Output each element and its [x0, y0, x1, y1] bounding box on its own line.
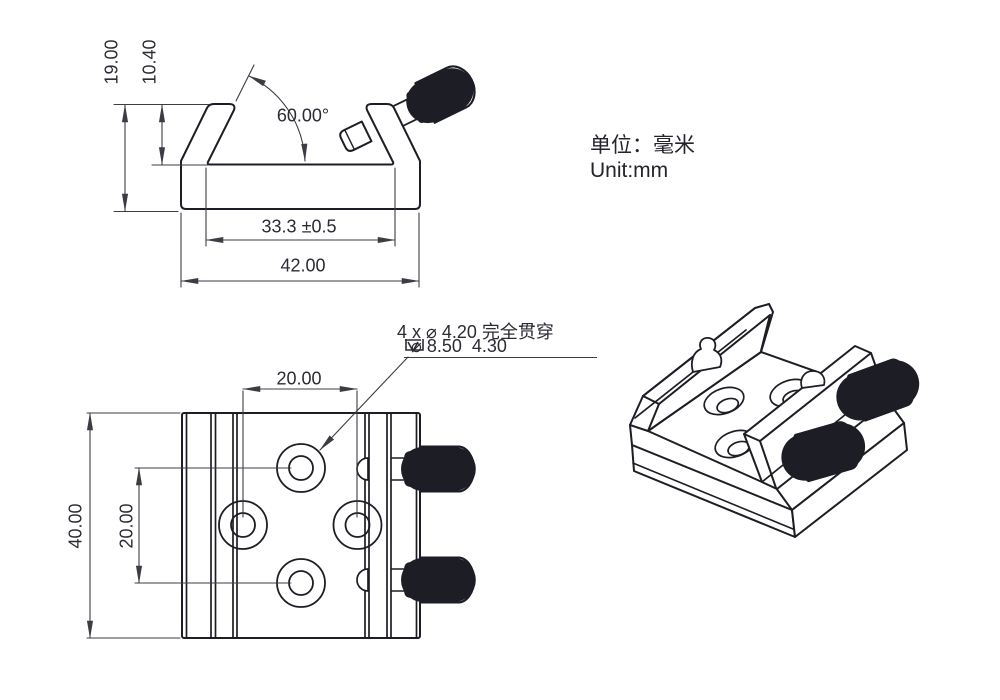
dim-angle-label: 60.00°	[276, 105, 330, 126]
plate-outline	[181, 412, 421, 639]
isometric-view	[629, 303, 920, 538]
top-view-dimensions	[86, 356, 409, 639]
clamp-body	[180, 103, 421, 210]
top-view	[86, 356, 478, 639]
unit-label-en: Unit:mm	[590, 159, 669, 182]
hole-callout-line2: ⌀ 8.50 4.30	[404, 336, 597, 358]
dim-slot-depth-label: 10.40	[139, 39, 160, 85]
iso-thumbscrew-upper	[836, 358, 920, 422]
top-thumbscrew-upper	[391, 445, 478, 493]
callout-leader	[319, 356, 409, 451]
front-view	[113, 64, 476, 288]
dim-slot-width-label: 33.3 ±0.5	[261, 216, 337, 237]
unit-note: 单位：毫米 Unit:mm	[590, 133, 695, 183]
front-thumbscrew-tip	[339, 120, 373, 152]
dim-base-width-label: 42.00	[280, 255, 326, 276]
dim-plate-length-label: 40.00	[65, 503, 86, 549]
front-view-dimensions	[113, 64, 420, 288]
hole-callout-line1: 4 x ⌀ 4.20 完全贯穿	[397, 322, 554, 342]
dim-hole-pitch-h-label: 20.00	[276, 368, 322, 389]
dim-total-height-label: 19.00	[101, 39, 122, 85]
screw-tip-lower	[356, 568, 369, 592]
front-thumbscrew	[393, 65, 476, 127]
iso-back-rail	[629, 303, 774, 432]
unit-label-cn: 单位：毫米	[590, 134, 695, 157]
iso-rail-notch	[690, 337, 723, 373]
iso-thumbscrew-lower	[781, 421, 866, 483]
callout-counterbore-depth: 4.30	[471, 336, 507, 356]
dim-hole-pitch-v-label: 20.00	[116, 503, 137, 549]
top-thumbscrew-lower	[391, 556, 478, 604]
